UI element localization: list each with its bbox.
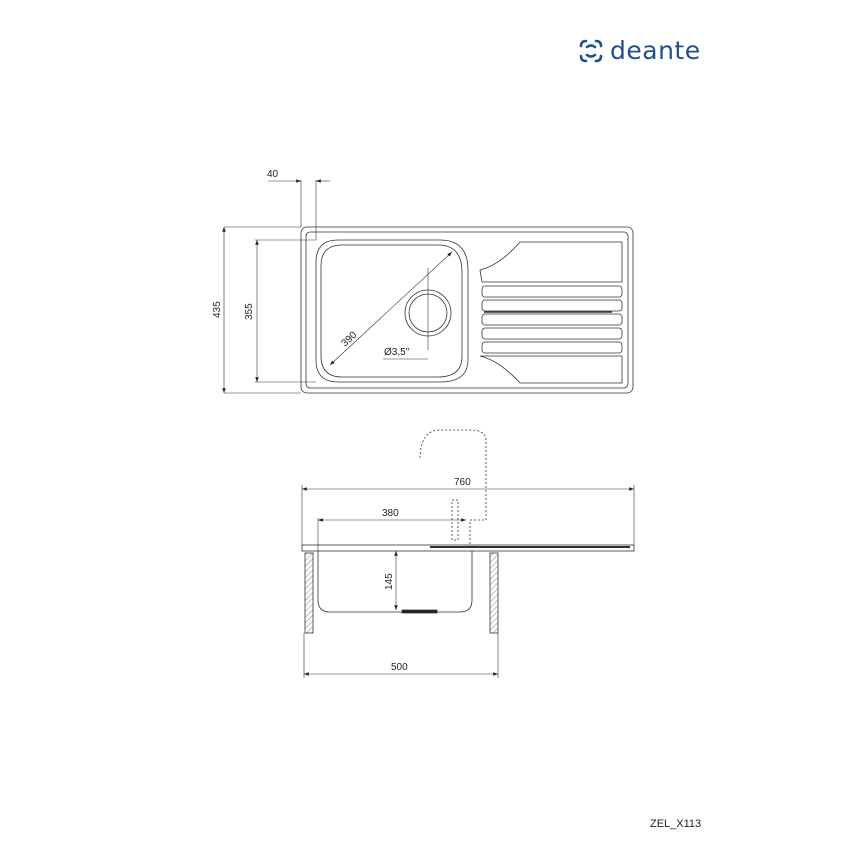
dim-drain: Ø3,5" xyxy=(384,347,410,358)
dim-bowl-center: 380 xyxy=(382,508,399,519)
brand-name: deante xyxy=(610,36,701,65)
dim-bowl-height: 145 xyxy=(384,573,395,590)
dim-diagonal: 390 xyxy=(340,329,360,349)
top-view xyxy=(300,226,634,394)
dim-cabinet: 500 xyxy=(391,662,408,673)
dim-overall-depth: 435 xyxy=(212,301,223,318)
top-dimensions xyxy=(222,179,453,394)
dim-overall-width: 760 xyxy=(454,477,471,488)
dim-bowl-depth: 355 xyxy=(244,303,255,320)
product-code: ZEL_X113 xyxy=(650,818,702,830)
side-dimensions xyxy=(301,485,635,678)
brand-logo: deante xyxy=(578,36,701,65)
side-view xyxy=(301,429,635,634)
dim-flange: 40 xyxy=(267,169,279,180)
deante-logo-icon xyxy=(579,39,603,62)
